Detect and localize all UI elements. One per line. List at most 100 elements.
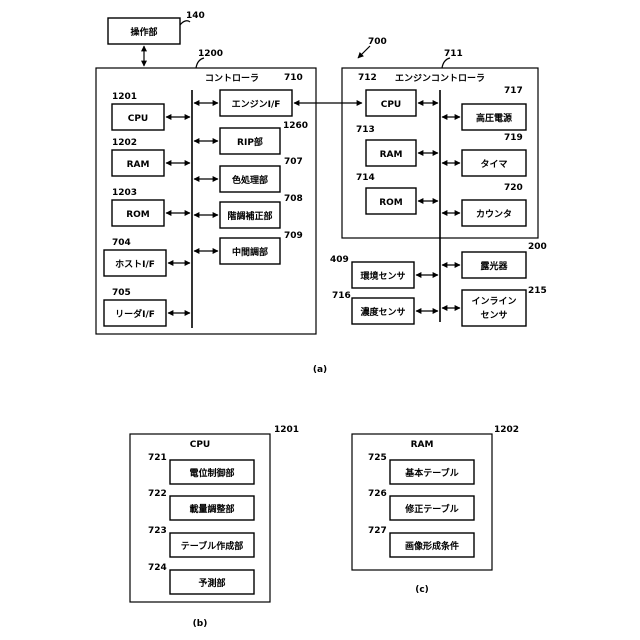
exposure-unit-ref: 200 bbox=[528, 242, 547, 252]
engine-timer-block: タイマ 719 bbox=[442, 133, 526, 176]
environment-sensor-block: 環境センサ 409 bbox=[330, 255, 438, 288]
controller-tone-corr-ref: 708 bbox=[284, 194, 303, 204]
inline-sensor-ref: 215 bbox=[528, 286, 547, 296]
corrected-table-ref: 726 bbox=[368, 489, 387, 499]
inline-sensor-block: インライン センサ 215 bbox=[442, 286, 547, 326]
engine-hv-power-block: 高圧電源 717 bbox=[442, 86, 526, 130]
engine-timer-ref: 719 bbox=[504, 133, 523, 143]
controller-rom-label: ROM bbox=[126, 210, 150, 220]
corrected-table-label: 修正テーブル bbox=[404, 503, 458, 515]
controller-host-if-label: ホストI/F bbox=[115, 259, 155, 270]
prediction-label: 予測部 bbox=[198, 577, 225, 589]
panel-c: RAM 1202 基本テーブル 725 修正テーブル 726 画像形成条件 72… bbox=[352, 425, 519, 595]
figure-ref-700: 700 bbox=[368, 37, 387, 47]
image-formation-conditions-block: 画像形成条件 727 bbox=[368, 526, 474, 557]
prediction-ref: 724 bbox=[148, 563, 167, 573]
controller-title: コントローラ bbox=[205, 73, 259, 84]
engine-ram-ref: 713 bbox=[356, 125, 375, 135]
corrected-table-block: 修正テーブル 726 bbox=[368, 489, 474, 520]
potential-control-label: 電位制御部 bbox=[189, 467, 234, 479]
prediction-block: 予測部 724 bbox=[148, 563, 254, 594]
table-creation-label: テーブル作成部 bbox=[181, 540, 243, 552]
controller-ram-label: RAM bbox=[127, 160, 150, 170]
engine-counter-block: カウンタ 720 bbox=[442, 183, 526, 226]
exposure-unit-label: 露光器 bbox=[480, 260, 508, 272]
table-creation-ref: 723 bbox=[148, 526, 167, 536]
operation-unit-ref: 140 bbox=[186, 11, 205, 21]
panel-b: CPU 1201 電位制御部 721 載量調整部 722 テーブル作成部 723… bbox=[130, 425, 299, 629]
controller-host-if-block: ホストI/F 704 bbox=[104, 238, 190, 276]
engine-hv-power-label: 高圧電源 bbox=[476, 112, 512, 124]
controller-engine-if-ref: 710 bbox=[284, 73, 303, 83]
controller-rip-label: RIP部 bbox=[237, 136, 263, 148]
engine-timer-label: タイマ bbox=[480, 158, 507, 170]
amount-adjust-ref: 722 bbox=[148, 489, 167, 499]
amount-adjust-block: 載量調整部 722 bbox=[148, 489, 254, 520]
caption-b: (b) bbox=[193, 619, 208, 629]
engine-ram-label: RAM bbox=[380, 150, 403, 160]
image-formation-conditions-label: 画像形成条件 bbox=[405, 540, 459, 552]
controller-halftone-label: 中間調部 bbox=[232, 246, 268, 258]
controller-color-proc-ref: 707 bbox=[284, 157, 303, 167]
ram-detail-title: RAM bbox=[411, 440, 434, 450]
controller-tone-corr-block: 階調補正部 708 bbox=[194, 194, 303, 228]
figure-ref-pointer bbox=[358, 46, 370, 58]
inline-sensor-label-2: センサ bbox=[480, 310, 507, 321]
engine-counter-label: カウンタ bbox=[476, 208, 512, 220]
engine-controller-title: エンジンコントローラ bbox=[395, 73, 485, 84]
ram-detail-ref: 1202 bbox=[494, 425, 519, 435]
controller-reader-if-label: リーダI/F bbox=[115, 308, 155, 320]
caption-c: (c) bbox=[415, 585, 429, 595]
potential-control-ref: 721 bbox=[148, 453, 167, 463]
controller-ram-block: RAM 1202 bbox=[112, 138, 190, 176]
controller-host-if-ref: 704 bbox=[112, 238, 131, 248]
environment-sensor-label: 環境センサ bbox=[360, 270, 405, 282]
engine-rom-block: ROM 714 bbox=[356, 173, 438, 214]
cpu-detail-ref: 1201 bbox=[274, 425, 299, 435]
exposure-unit-block: 露光器 200 bbox=[442, 242, 547, 278]
cpu-detail-title: CPU bbox=[190, 440, 211, 450]
environment-sensor-ref: 409 bbox=[330, 255, 349, 265]
controller-engine-if-label: エンジンI/F bbox=[232, 99, 281, 110]
panel-a: 700 操作部 140 コントローラ 1200 CPU 1201 RAM 120… bbox=[96, 11, 547, 375]
controller-color-proc-label: 色処理部 bbox=[232, 174, 268, 186]
controller-leader bbox=[196, 58, 204, 68]
controller-color-proc-block: 色処理部 707 bbox=[194, 157, 303, 192]
amount-adjust-label: 載量調整部 bbox=[189, 503, 234, 515]
engine-controller-ref: 711 bbox=[444, 49, 463, 59]
controller-rip-block: RIP部 1260 bbox=[194, 121, 308, 154]
controller-cpu-ref: 1201 bbox=[112, 92, 137, 102]
caption-a: (a) bbox=[313, 365, 327, 375]
inline-sensor-label: インライン bbox=[471, 296, 516, 307]
controller-rom-block: ROM 1203 bbox=[112, 188, 190, 226]
basic-table-ref: 725 bbox=[368, 453, 387, 463]
density-sensor-block: 濃度センサ 716 bbox=[332, 291, 438, 324]
engine-counter-ref: 720 bbox=[504, 183, 523, 193]
controller-halftone-ref: 709 bbox=[284, 231, 303, 241]
controller-halftone-block: 中間調部 709 bbox=[194, 231, 303, 264]
basic-table-label: 基本テーブル bbox=[404, 467, 458, 479]
density-sensor-label: 濃度センサ bbox=[360, 306, 405, 318]
engine-cpu-ref: 712 bbox=[358, 73, 377, 83]
controller-reader-if-block: リーダI/F 705 bbox=[104, 288, 190, 326]
basic-table-block: 基本テーブル 725 bbox=[368, 453, 474, 484]
controller-tone-corr-label: 階調補正部 bbox=[227, 210, 272, 222]
engine-cpu-label: CPU bbox=[381, 100, 402, 110]
operation-unit-leader bbox=[180, 21, 190, 25]
engine-ram-block: RAM 713 bbox=[356, 125, 438, 166]
controller-ref: 1200 bbox=[198, 49, 223, 59]
engine-rom-ref: 714 bbox=[356, 173, 375, 183]
table-creation-block: テーブル作成部 723 bbox=[148, 526, 254, 557]
operation-unit-label: 操作部 bbox=[130, 26, 157, 38]
controller-cpu-label: CPU bbox=[128, 114, 149, 124]
engine-hv-power-ref: 717 bbox=[504, 86, 523, 96]
density-sensor-ref: 716 bbox=[332, 291, 351, 301]
controller-ram-ref: 1202 bbox=[112, 138, 137, 148]
image-formation-conditions-ref: 727 bbox=[368, 526, 387, 536]
engine-controller-leader bbox=[442, 58, 450, 68]
controller-rom-ref: 1203 bbox=[112, 188, 137, 198]
controller-rip-ref: 1260 bbox=[283, 121, 308, 131]
engine-rom-label: ROM bbox=[379, 198, 403, 208]
potential-control-block: 電位制御部 721 bbox=[148, 453, 254, 484]
